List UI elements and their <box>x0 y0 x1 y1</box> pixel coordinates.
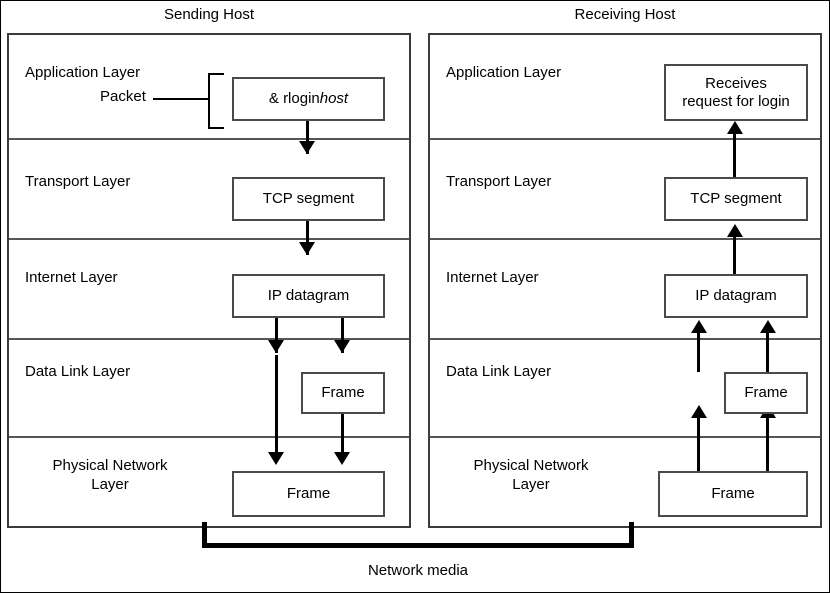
receiving-datalink-data-unit: Frame <box>724 372 808 414</box>
sending-arrow-internet-to-datalink-right-line <box>341 318 344 353</box>
receiving-application-data-unit: Receives request for login <box>664 64 808 121</box>
sending-datalink-data-unit: Frame <box>301 372 385 414</box>
sending-arrow-datalink-to-physical-right-line <box>341 414 344 460</box>
receiving-application-data-unit-line1: Receives <box>705 74 767 92</box>
receiving-host-title: Receiving Host <box>574 6 676 23</box>
receiving-arrow-datalink-to-internet-left-line <box>697 330 700 372</box>
sending-host-title: Sending Host <box>163 6 255 23</box>
sending-arrow-transport-to-internet-head <box>299 242 315 255</box>
sending-layer-physical-label: Physical Network Layer <box>52 457 168 493</box>
receiving-layer-internet: Internet Layer <box>430 240 820 340</box>
sending-arrow-datalink-to-physical-right-head <box>334 452 350 465</box>
sending-arrow-datalink-to-physical-left-head <box>268 452 284 465</box>
sending-layer-internet-label: Internet Layer <box>25 269 118 286</box>
sending-arrow-app-to-transport-line <box>306 121 309 154</box>
network-media-bracket <box>202 522 634 548</box>
receiving-arrow-datalink-to-internet-right-line <box>766 330 769 372</box>
receiving-transport-data-unit: TCP segment <box>664 177 808 221</box>
sending-application-data-unit-text: & rlogin <box>268 90 320 107</box>
receiving-layer-application-label: Application Layer <box>446 64 562 81</box>
sending-layer-transport-label: Transport Layer <box>25 173 131 190</box>
receiving-arrow-datalink-to-internet-left-head <box>691 320 707 333</box>
receiving-arrow-transport-to-app-head <box>727 121 743 134</box>
sending-arrow-app-to-transport-head <box>299 141 315 154</box>
receiving-layer-datalink: Data Link Layer <box>430 340 820 438</box>
receiving-layer-datalink-label: Data Link Layer <box>446 363 552 380</box>
sending-application-data-unit: & rlogin host <box>232 77 385 121</box>
sending-internet-data-unit: IP datagram <box>232 274 385 318</box>
receiving-layer-transport: Transport Layer <box>430 140 820 240</box>
network-media-label: Network media <box>367 562 469 579</box>
packet-annotation-leader-line <box>153 98 208 100</box>
packet-annotation-bracket <box>208 73 224 129</box>
receiving-arrow-datalink-to-internet-right-head <box>760 320 776 333</box>
receiving-layer-physical: Physical Network Layer <box>430 438 820 526</box>
receiving-arrow-physical-to-datalink-left-line <box>697 415 700 471</box>
receiving-arrow-physical-to-datalink-left-head <box>691 405 707 418</box>
sending-layer-physical: Physical Network Layer <box>9 438 409 526</box>
receiving-arrow-physical-to-datalink-right-line <box>766 415 769 471</box>
sending-application-data-unit-host: host <box>319 90 349 107</box>
receiving-physical-data-unit: Frame <box>658 471 808 517</box>
receiving-layer-internet-label: Internet Layer <box>446 269 539 286</box>
sending-layer-application: Application Layer <box>9 35 409 140</box>
sending-arrow-internet-to-datalink-left-line <box>275 318 278 353</box>
sending-layer-datalink: Data Link Layer <box>9 340 409 438</box>
sending-arrow-transport-to-internet-line <box>306 221 309 255</box>
sending-layer-internet: Internet Layer <box>9 240 409 340</box>
sending-layer-application-label: Application Layer <box>25 64 141 81</box>
sending-physical-data-unit: Frame <box>232 471 385 517</box>
sending-arrow-datalink-to-physical-left-line <box>275 355 278 460</box>
sending-layer-datalink-label: Data Link Layer <box>25 363 131 380</box>
receiving-layer-transport-label: Transport Layer <box>446 173 552 190</box>
sending-arrow-internet-to-datalink-right-head <box>334 340 350 353</box>
sending-transport-data-unit: TCP segment <box>232 177 385 221</box>
receiving-arrow-internet-to-transport-head <box>727 224 743 237</box>
receiving-layer-application: Application Layer <box>430 35 820 140</box>
receiving-application-data-unit-line2: request for login <box>682 92 790 110</box>
receiving-internet-data-unit: IP datagram <box>664 274 808 318</box>
sending-arrow-internet-to-datalink-left-head <box>268 340 284 353</box>
packet-annotation-label: Packet <box>100 88 146 105</box>
sending-layer-transport: Transport Layer <box>9 140 409 240</box>
receiving-arrow-internet-to-transport-line <box>733 234 736 274</box>
receiving-layer-physical-label: Physical Network Layer <box>473 457 589 493</box>
receiving-arrow-transport-to-app-line <box>733 131 736 177</box>
